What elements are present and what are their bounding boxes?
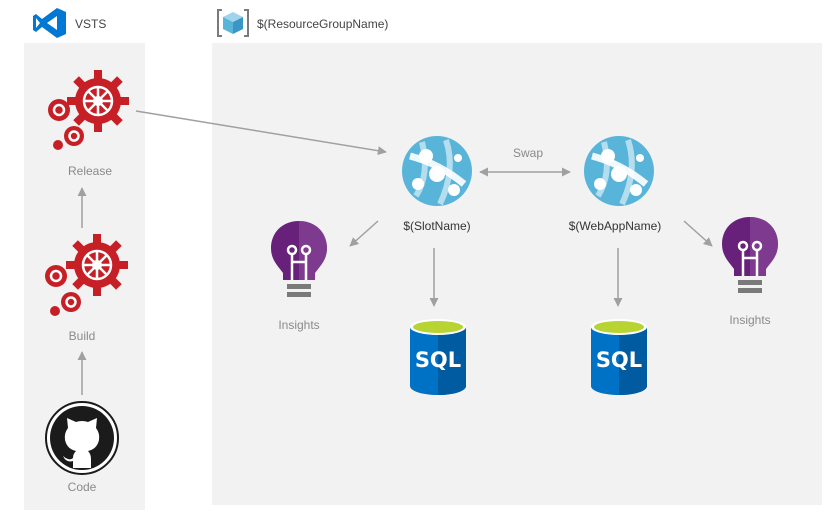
app-insights-icon	[271, 221, 327, 297]
swap-label: Swap	[512, 146, 544, 160]
slot-name-label: $(SlotName)	[403, 219, 471, 233]
resource-group-icon	[217, 9, 249, 37]
code-label: Code	[67, 480, 97, 494]
resource-group-label: $(ResourceGroupName)	[257, 17, 389, 31]
sql-database-icon	[410, 319, 466, 395]
arrow-slot-to-insights	[349, 220, 379, 247]
vsts-label: VSTS	[75, 17, 107, 31]
gears-icon	[45, 234, 128, 316]
github-icon	[45, 401, 119, 475]
sql-database-right: SQL	[589, 318, 649, 396]
web-app-icon	[402, 136, 472, 206]
insights-right-label: Insights	[729, 313, 771, 327]
gears-icon	[48, 70, 129, 150]
sql-database-left: SQL	[408, 318, 468, 396]
vsts-logo-icon	[33, 8, 66, 38]
app-insights-icon	[722, 217, 778, 293]
webapp-name-label: $(WebAppName)	[568, 219, 662, 233]
web-app-icon	[584, 136, 654, 206]
release-label: Release	[67, 164, 113, 178]
arrow-release-to-slot	[135, 110, 387, 156]
sql-database-icon	[591, 319, 647, 395]
arrow-webapp-to-insights	[683, 220, 713, 247]
build-label: Build	[68, 329, 96, 343]
sql-text: SQL	[414, 348, 462, 372]
sql-text: SQL	[595, 348, 643, 372]
insights-left-label: Insights	[278, 318, 320, 332]
